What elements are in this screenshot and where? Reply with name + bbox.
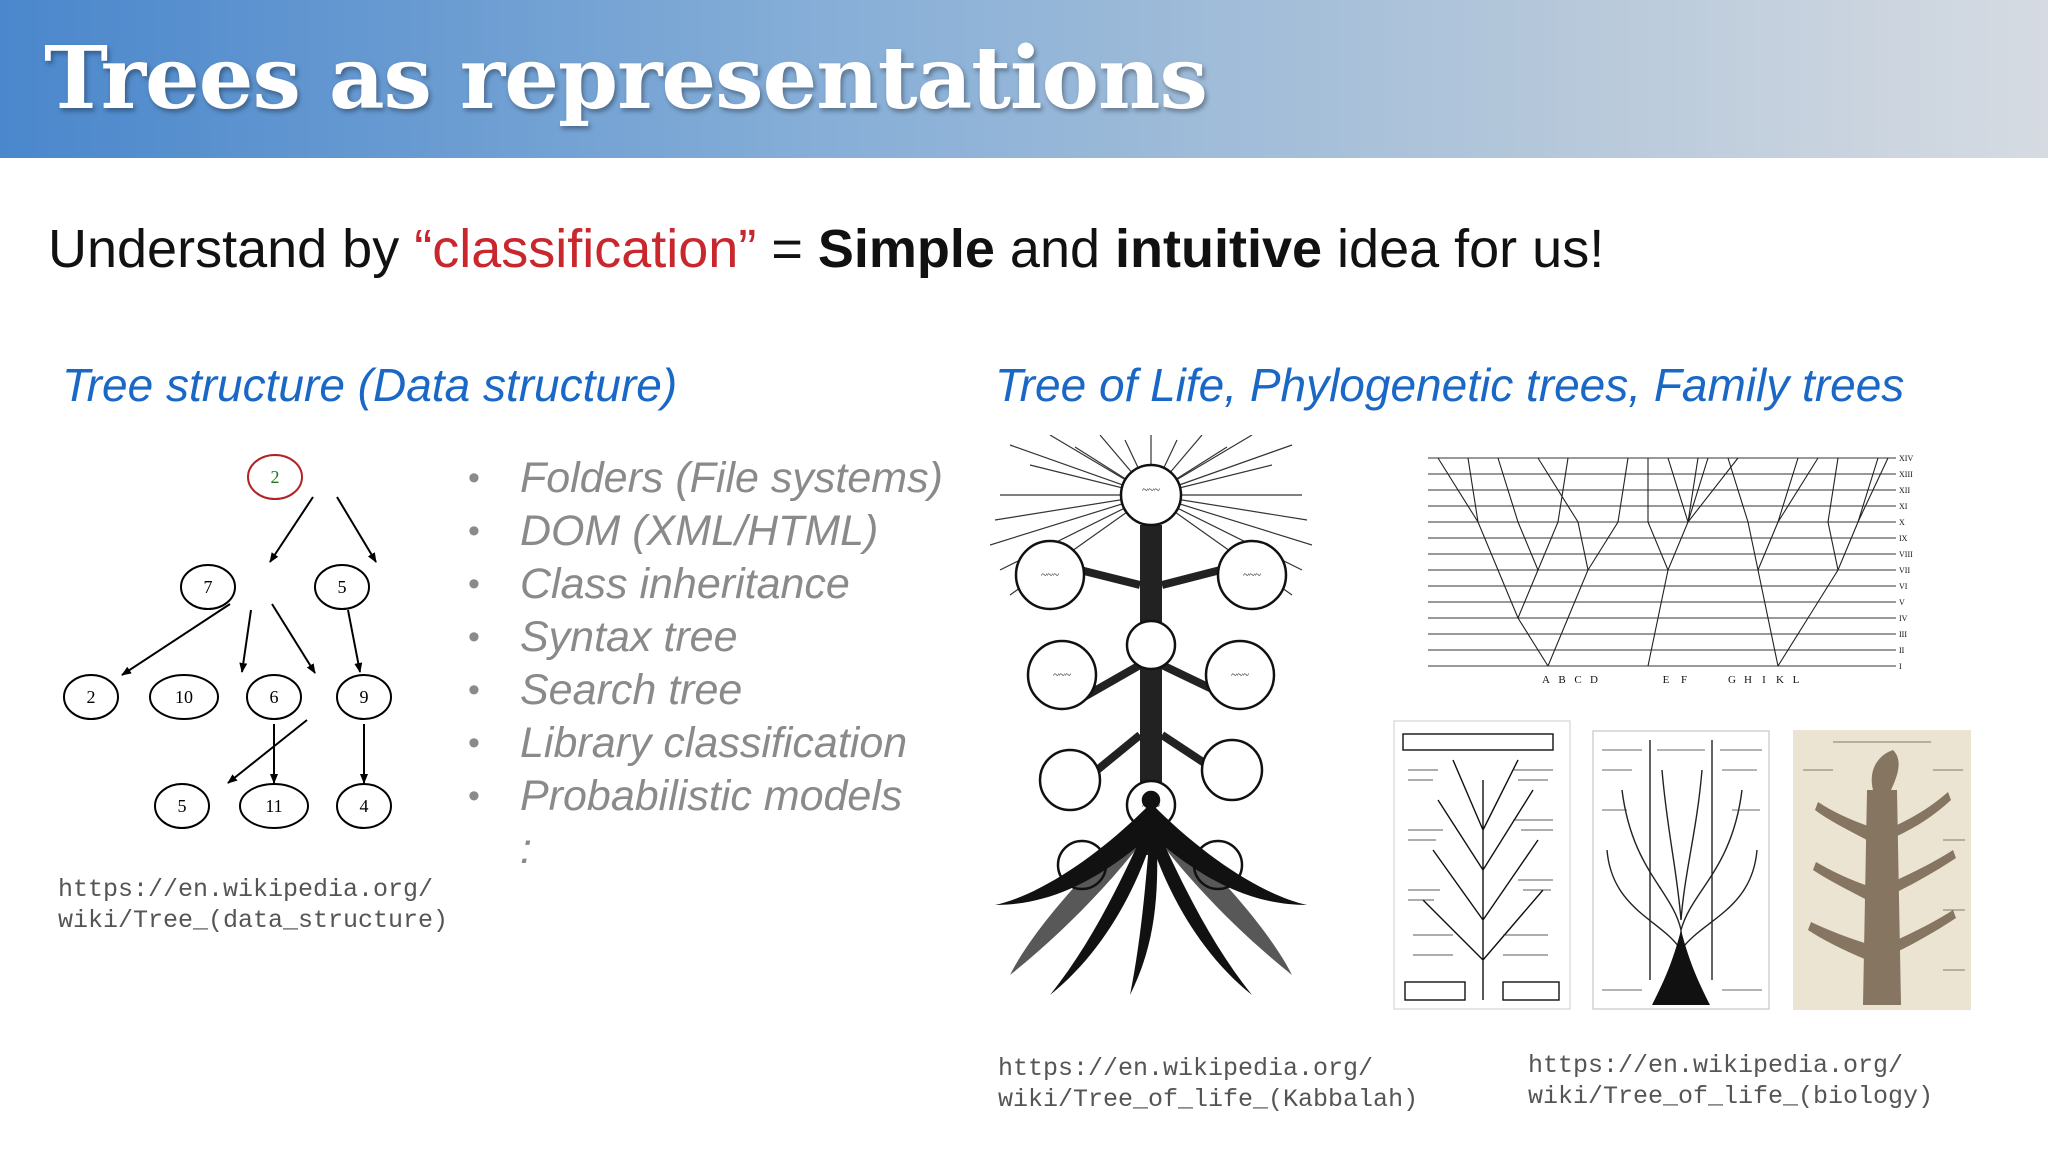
tree-node-label: 6: [270, 687, 279, 707]
svg-text:V: V: [1899, 598, 1905, 607]
sephirah-circle: [1125, 619, 1177, 671]
headline-part2: =: [756, 219, 818, 279]
svg-text:VII: VII: [1899, 566, 1910, 575]
tree-node-label: 2: [87, 687, 96, 707]
svg-text:E: E: [1663, 674, 1670, 686]
tree-node-label: 11: [265, 796, 282, 816]
tree-node: [336, 674, 392, 720]
svg-text:XI: XI: [1899, 502, 1908, 511]
haeckel-pedigree-image: [1592, 730, 1770, 1010]
svg-text:I: I: [1899, 662, 1902, 671]
svg-text:I: I: [1762, 674, 1766, 686]
list-item: •Library classification: [468, 719, 908, 767]
svg-text:~~~: ~~~: [1142, 800, 1160, 812]
sephirah-circle: [1014, 539, 1086, 611]
headline-part3: and: [994, 219, 1116, 279]
sephirah-circle: [1038, 748, 1102, 812]
tree-node-label: 10: [175, 687, 193, 707]
tree-node-label: 4: [360, 796, 369, 816]
tree-node-root: [247, 454, 303, 500]
list-item: •Search tree: [468, 666, 743, 714]
title-bar: Trees as representations: [0, 0, 2048, 158]
left-heading: Tree structure (Data structure): [62, 359, 678, 411]
svg-text:XIII: XIII: [1899, 470, 1913, 479]
headline-part4: idea for us!: [1322, 219, 1605, 279]
list-item: •Class inheritance: [468, 560, 850, 608]
sephirah-circle: [1200, 738, 1264, 802]
data-structure-source-link[interactable]: https://en.wikipedia.org/ wiki/Tree_(dat…: [58, 875, 449, 935]
svg-text:VI: VI: [1899, 582, 1908, 591]
slide-title: Trees as representations: [44, 28, 1208, 129]
svg-text:~~~: ~~~: [1243, 569, 1261, 581]
svg-text:A: A: [1542, 674, 1550, 686]
svg-text:IV: IV: [1899, 614, 1908, 623]
tree-node: [246, 674, 302, 720]
svg-text:B: B: [1558, 674, 1565, 686]
sephirah-circle: [1119, 463, 1183, 527]
list-item: •Folders (File systems): [468, 454, 943, 502]
headline: Understand by “classification” = Simple …: [48, 218, 1604, 280]
tree-node-label: 2: [271, 467, 280, 487]
svg-text:D: D: [1590, 674, 1598, 686]
sephirah-circle: [1204, 639, 1276, 711]
svg-text:X: X: [1899, 518, 1905, 527]
svg-text:XII: XII: [1899, 486, 1910, 495]
svg-text:K: K: [1776, 674, 1784, 686]
tree-node: [314, 564, 370, 610]
svg-text:H: H: [1744, 674, 1752, 686]
list-item-continuation: :: [520, 825, 532, 873]
list-item: •Syntax tree: [468, 613, 738, 661]
tree-diagram: 2 7 5 2 10 6 9 5 11 4: [63, 454, 392, 829]
svg-text:F: F: [1681, 674, 1687, 686]
svg-text:L: L: [1793, 674, 1800, 686]
tree-node-label: 5: [338, 577, 347, 597]
tree-node-label: 5: [178, 796, 187, 816]
svg-text:II: II: [1899, 646, 1905, 655]
headline-simple: Simple: [817, 219, 995, 279]
headline-part1: Understand by: [48, 219, 415, 279]
sephirah-circle: [1216, 539, 1288, 611]
list-item: •DOM (XML/HTML): [468, 507, 879, 555]
svg-text:VIII: VIII: [1899, 550, 1913, 559]
darwin-phylogeny-image: A B C D E F G H I K L XIV XIII XII XI X …: [1418, 438, 1920, 720]
tree-node: [154, 783, 210, 829]
svg-text:~~~: ~~~: [1142, 484, 1160, 496]
kabbalah-tree-image: ~~~ ~~~ ~~~ ~~~ ~~~ ~~~: [990, 435, 1312, 1000]
tree-node-label: 9: [360, 687, 369, 707]
svg-text:III: III: [1899, 630, 1907, 639]
svg-text:XIV: XIV: [1899, 454, 1913, 463]
svg-text:C: C: [1574, 674, 1581, 686]
haeckel-sketch-image: [1393, 720, 1571, 1010]
svg-text:~~~: ~~~: [1041, 569, 1059, 581]
kabbalah-source-link[interactable]: https://en.wikipedia.org/ wiki/Tree_of_l…: [998, 1054, 1419, 1114]
svg-text:~~~: ~~~: [1053, 669, 1071, 681]
headline-intuitive: intuitive: [1115, 219, 1323, 279]
tree-node: [336, 783, 392, 829]
svg-text:IX: IX: [1899, 534, 1908, 543]
svg-text:G: G: [1728, 674, 1736, 686]
tree-node-label: 7: [204, 577, 213, 597]
tree-node: [149, 674, 219, 720]
tree-node: [239, 783, 309, 829]
tree-node: [180, 564, 236, 610]
sephirah-circle: [1026, 639, 1098, 711]
example-list: •Folders (File systems) •DOM (XML/HTML) …: [468, 452, 943, 876]
svg-text:~~~: ~~~: [1231, 669, 1249, 681]
right-heading: Tree of Life, Phylogenetic trees, Family…: [995, 359, 1905, 411]
tree-node: [63, 674, 119, 720]
pedigree-of-man-image: [1793, 730, 1971, 1010]
biology-source-link[interactable]: https://en.wikipedia.org/ wiki/Tree_of_l…: [1528, 1051, 1934, 1111]
headline-classification: “classification”: [414, 219, 757, 279]
list-item: •Probabilistic models: [468, 772, 903, 820]
